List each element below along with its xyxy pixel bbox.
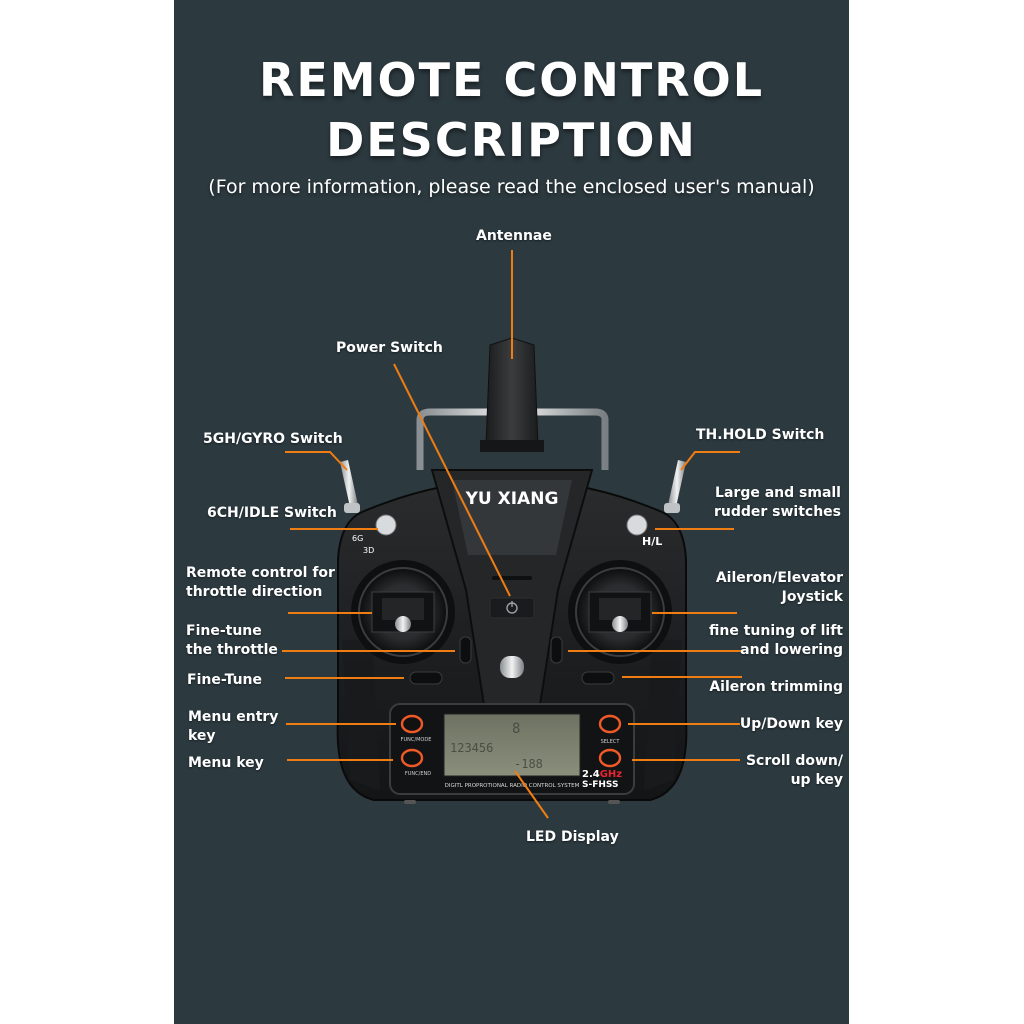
label-rudder-line1: Large and small <box>715 485 841 501</box>
protocol-badge: S-FHSS <box>582 780 618 790</box>
label-menu-entry-line1: Menu entry <box>188 709 279 725</box>
label-menu-entry-line2: key <box>188 728 216 744</box>
switch-mark-3d: 3D <box>363 546 374 555</box>
switch-mark-hl: H/L <box>642 535 662 548</box>
label-scroll-line2: up key <box>790 772 843 788</box>
leader-power-switch <box>393 363 511 597</box>
label-led-display: LED Display <box>526 829 619 845</box>
page-subtitle: (For more information, please read the e… <box>208 176 815 198</box>
switch-mark-6g: 6G <box>352 534 363 543</box>
label-rudder-line2: rudder switches <box>713 504 841 520</box>
lcd-row-3: -188 <box>514 757 543 771</box>
func-mode-button[interactable] <box>400 714 424 734</box>
throttle-trim-left <box>459 636 472 664</box>
label-menu-key: Menu key <box>188 755 264 771</box>
leader-led-display <box>514 770 549 819</box>
select-label: SELECT <box>601 739 621 745</box>
lcd-row-1: 8 <box>512 721 520 737</box>
leader-gyro-switch <box>285 451 348 471</box>
label-aileron-trim: Aileron trimming <box>709 679 843 695</box>
label-throttle-direction: Remote control for throttle direction <box>186 564 335 602</box>
label-fine-tune-throttle: Fine-tune the throttle <box>186 622 278 660</box>
func-end-button[interactable] <box>400 748 424 768</box>
rudder-switch <box>626 514 648 536</box>
right-joystick <box>568 560 672 664</box>
label-throttle-direction-line2: throttle direction <box>186 584 323 600</box>
brand-logo: YU XIANG <box>465 489 559 509</box>
lcd-panel <box>389 703 635 795</box>
label-aileron-joystick: Aileron/Elevator Joystick <box>716 569 843 607</box>
aileron-trim <box>581 671 615 685</box>
scroll-button[interactable] <box>598 748 622 768</box>
label-fine-tune-throttle-line1: Fine-tune <box>186 623 262 639</box>
leader-th-hold <box>680 451 740 471</box>
label-gyro-switch: 5GH/GYRO Switch <box>203 431 343 447</box>
label-rudder-switches: Large and small rudder switches <box>714 484 841 522</box>
label-updown-key: Up/Down key <box>739 716 843 732</box>
func-end-label: FUNC/END <box>405 771 431 777</box>
label-th-hold: TH.HOLD Switch <box>696 427 825 443</box>
label-fine-tune-throttle-line2: the throttle <box>186 642 278 658</box>
label-aileron-joystick-line2: Joystick <box>781 589 843 605</box>
page-title-line2: DESCRIPTION <box>326 113 697 167</box>
label-antennae: Antennae <box>476 228 552 244</box>
foot-right <box>608 800 620 804</box>
left-joystick <box>351 560 455 664</box>
system-text: DIGITL PROPROTIONAL RADIO CONTROL SYSTEM <box>445 783 580 789</box>
label-lift-line2: and lowering <box>740 642 843 658</box>
th-hold-toggle-switch <box>664 460 686 513</box>
label-idle-switch: 6CH/IDLE Switch <box>207 505 337 521</box>
label-fine-tune: Fine-Tune <box>187 672 263 688</box>
idle-switch <box>375 514 397 536</box>
gyro-toggle-switch <box>340 460 360 513</box>
label-lift: fine tuning of lift and lowering <box>709 622 843 660</box>
label-lift-line1: fine tuning of lift <box>709 623 843 639</box>
antenna-icon <box>480 337 544 452</box>
lcd-row-2: 123456 <box>450 741 493 755</box>
label-scroll-line1: Scroll down/ <box>745 753 843 769</box>
leader-lines <box>282 250 742 819</box>
page-title-line1: REMOTE CONTROL <box>258 53 765 107</box>
label-throttle-direction-line1: Remote control for <box>186 565 335 581</box>
band-badge: 2.4GHz <box>582 769 622 780</box>
foot-left <box>404 800 416 804</box>
label-menu-entry: Menu entry key <box>188 708 278 746</box>
label-power-switch: Power Switch <box>336 340 443 356</box>
up-down-button[interactable] <box>598 714 622 734</box>
label-aileron-joystick-line1: Aileron/Elevator <box>715 570 843 586</box>
func-mode-label: FUNC/MODE <box>401 737 432 743</box>
label-scroll-key: Scroll down/ up key <box>746 752 843 790</box>
elevator-trim-right <box>550 636 563 664</box>
rudder-trim <box>409 671 443 685</box>
